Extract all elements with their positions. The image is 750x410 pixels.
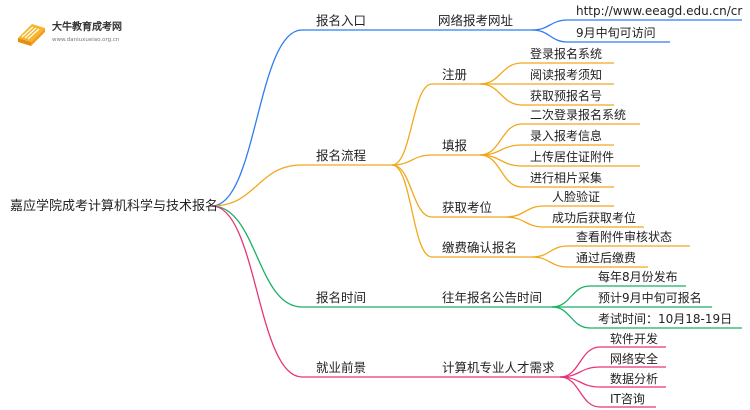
connector-entry-url xyxy=(531,19,569,31)
entry-url: http://www.eeagd.edu.cn/cr xyxy=(576,4,742,18)
step-payment: 缴费确认报名 xyxy=(442,240,517,255)
career-item: 软件开发 xyxy=(610,331,658,346)
career-item: 网络安全 xyxy=(610,351,658,366)
connector-step-item xyxy=(479,154,523,188)
connector-process-step xyxy=(391,164,433,218)
connector-root-career xyxy=(211,205,303,378)
fill-item: 进行相片采集 xyxy=(530,170,602,185)
time-announcement: 往年报名公告时间 xyxy=(442,290,542,305)
connector-time-item xyxy=(551,306,591,329)
time-item: 预计9月中旬可报名 xyxy=(598,290,702,305)
connector-time-item xyxy=(551,285,591,308)
time-item: 每年8月份发布 xyxy=(598,269,678,284)
connector-process-step xyxy=(391,164,433,258)
register-item: 获取预报名号 xyxy=(530,88,602,103)
fill-item: 二次登录报名系统 xyxy=(530,107,626,122)
career-item: 数据分析 xyxy=(610,371,658,386)
branch-career: 就业前景 xyxy=(316,360,366,375)
seat-item: 人脸验证 xyxy=(552,189,600,204)
connector-step-item xyxy=(479,83,523,106)
register-item: 阅读报考须知 xyxy=(530,67,602,82)
connector-entry-time xyxy=(531,29,569,43)
connector-step-item xyxy=(531,245,569,258)
entry-access-time: 9月中旬可访问 xyxy=(576,25,656,40)
step-seat: 获取考位 xyxy=(442,200,492,215)
career-item: IT咨询 xyxy=(610,391,645,406)
connector-root-entry xyxy=(211,29,303,207)
connector-root-process xyxy=(211,164,303,207)
payment-item: 通过后缴费 xyxy=(576,250,636,265)
connector-step-item xyxy=(505,205,545,218)
career-demand: 计算机专业人才需求 xyxy=(442,360,555,375)
connector-step-item xyxy=(505,216,545,228)
root-topic: 嘉应学院成考计算机科学与技术报名 xyxy=(10,198,218,214)
fill-item: 录入报考信息 xyxy=(530,128,602,143)
step-fill: 填报 xyxy=(442,138,468,153)
logo-title: 大牛教育成考网 xyxy=(52,20,122,33)
branch-entry: 报名入口 xyxy=(316,13,366,28)
logo-subtitle: www.daniuxueiao.org.cn xyxy=(52,37,120,43)
connector-root-time xyxy=(211,205,303,308)
step-register: 注册 xyxy=(442,67,467,82)
logo: 大牛教育成考网 www.daniuxueiao.org.cn xyxy=(18,20,122,46)
branch-process: 报名流程 xyxy=(316,148,367,163)
connector-step-item xyxy=(479,62,523,85)
connector-process-step xyxy=(391,83,433,166)
connector-career-item xyxy=(559,376,601,408)
register-item: 登录报名系统 xyxy=(530,46,602,61)
entry-web-address: 网络报考网址 xyxy=(438,13,514,28)
fill-item: 上传居住证附件 xyxy=(530,149,614,164)
connectors xyxy=(211,19,742,408)
time-item: 考试时间：10月18-19日 xyxy=(598,311,732,326)
connector-process-step xyxy=(391,154,433,166)
seat-item: 成功后获取考位 xyxy=(552,210,636,225)
connector-step-item xyxy=(531,256,569,268)
payment-item: 查看附件审核状态 xyxy=(576,229,672,244)
branch-time: 报名时间 xyxy=(316,290,366,305)
book-icon xyxy=(18,24,45,46)
